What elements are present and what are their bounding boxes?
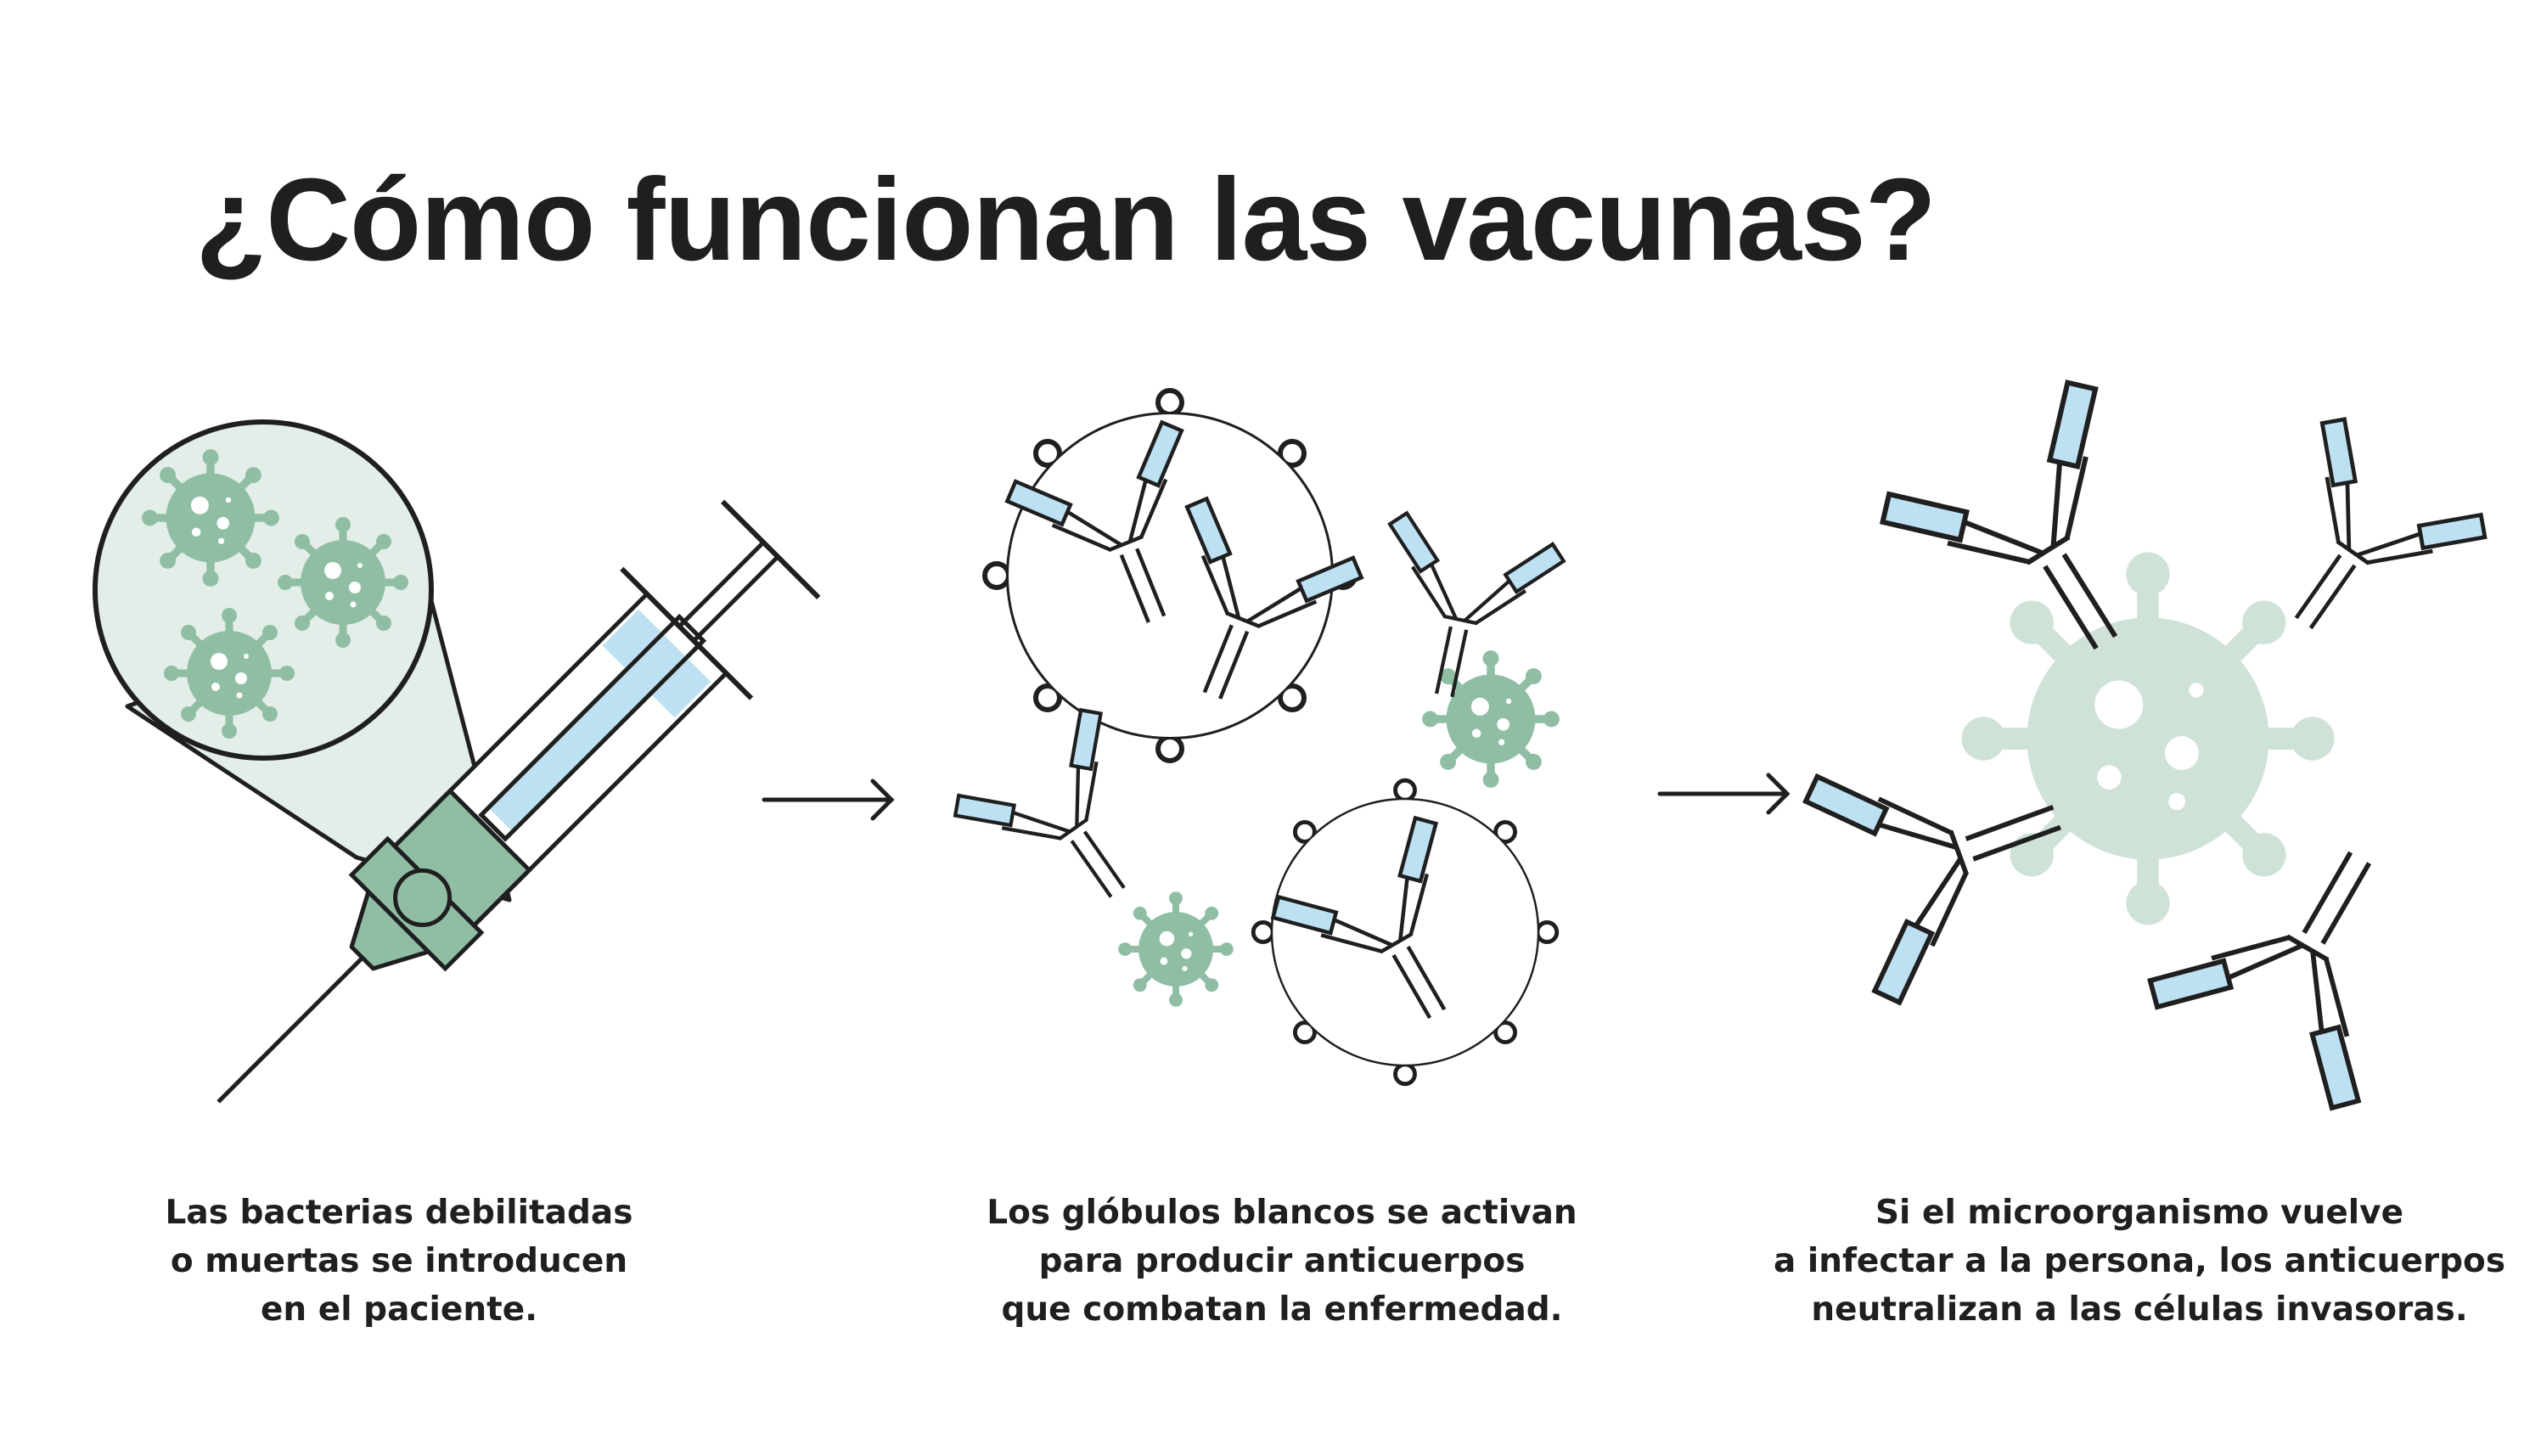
arrow-right-icon [762, 779, 895, 821]
step-1-illustration [93, 419, 821, 1104]
step-3-caption: Si el microorganismo vuelve a infectar a… [1732, 1189, 2541, 1334]
arrow-right-icon [1657, 773, 1791, 815]
caption-line: en el paciente. [260, 1290, 538, 1329]
step-1-caption: Las bacterias debilitadas o muertas se i… [93, 1189, 705, 1334]
syringe-icon [216, 499, 821, 1104]
caption-line: o muertas se introducen [170, 1242, 628, 1280]
white-blood-cell-icon [1253, 780, 1557, 1084]
step-2-illustration [947, 391, 1566, 1084]
caption-line: Si el microorganismo vuelve [1875, 1194, 2404, 1232]
caption-line: Los glóbulos blancos se activan [987, 1194, 1577, 1232]
virus-icon [1118, 891, 1234, 1007]
page-title: ¿Cómo funcionan las vacunas? [195, 155, 1937, 285]
step-2-caption: Los glóbulos blancos se activan para pro… [917, 1189, 1647, 1334]
virus-icon [142, 449, 279, 587]
step-3-illustration [1799, 372, 2494, 1117]
virus-icon [164, 608, 295, 739]
virus-icon [1962, 553, 2335, 925]
virus-icon [278, 517, 408, 648]
caption-line: a infectar a la persona, los anticuerpos [1773, 1242, 2506, 1280]
caption-line: para producir anticuerpos [1038, 1242, 1526, 1280]
caption-line: neutralizan a las células invasoras. [1811, 1290, 2468, 1329]
caption-line: que combatan la enfermedad. [1001, 1290, 1563, 1329]
caption-line: Las bacterias debilitadas [165, 1194, 633, 1232]
